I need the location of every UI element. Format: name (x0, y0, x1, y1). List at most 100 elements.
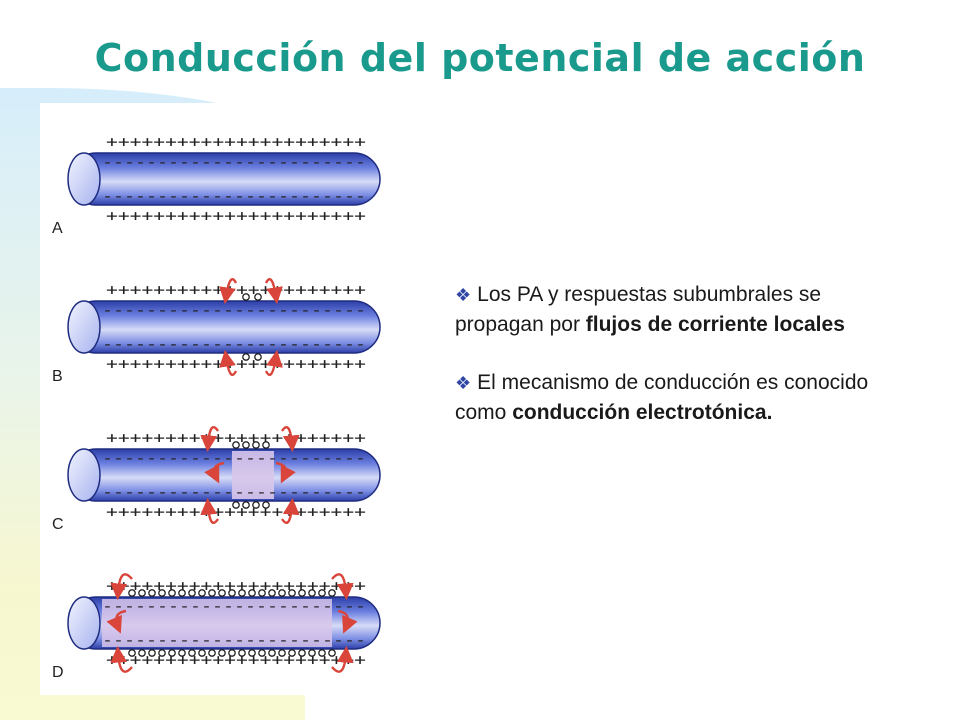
depolarized-marker (252, 501, 260, 509)
depolarized-marker (178, 649, 186, 657)
depolarized-marker (262, 441, 270, 449)
depolarized-marker (168, 649, 176, 657)
depolarized-marker (242, 441, 250, 449)
bullet-2-bold: conducción electrotónica. (512, 401, 773, 424)
current-arrow (110, 645, 133, 673)
depolarized-marker (288, 589, 296, 597)
active-zone (232, 451, 274, 499)
depolarized-marker (328, 589, 336, 597)
depolarized-marker (158, 649, 166, 657)
depolarized-marker (278, 589, 286, 597)
bullet-item-1: ❖Los PA y respuestas subumbrales se prop… (455, 280, 915, 339)
panel-label-b: B (52, 368, 63, 385)
bullet-list: ❖Los PA y respuestas subumbrales se prop… (455, 280, 915, 456)
depolarized-marker (228, 649, 236, 657)
current-arrow (281, 497, 300, 524)
depolarized-marker (248, 589, 256, 597)
depolarized-marker (218, 589, 226, 597)
axon-end-cap (67, 152, 101, 206)
depolarized-marker (208, 589, 216, 597)
current-arrow (264, 349, 283, 376)
depolarized-marker (278, 649, 286, 657)
outer-charge-row: ++++++++++++++++++++++ (106, 207, 366, 225)
current-arrow (106, 609, 127, 634)
depolarized-marker (308, 589, 316, 597)
axon-end-cap (67, 300, 101, 354)
depolarized-marker (232, 501, 240, 509)
depolarized-marker (254, 293, 262, 301)
depolarized-marker (178, 589, 186, 597)
depolarized-marker (208, 649, 216, 657)
axon-end-cap (67, 596, 101, 650)
outer-charge-row: ++++++++++++++++++++++ (106, 503, 366, 521)
depolarized-marker (288, 649, 296, 657)
depolarized-marker (232, 441, 240, 449)
depolarized-marker (258, 649, 266, 657)
panel-label-a: A (52, 220, 63, 237)
depolarized-marker (218, 649, 226, 657)
inner-charge-row: ------------------------ (102, 483, 366, 501)
depolarized-marker (188, 649, 196, 657)
depolarized-marker (298, 589, 306, 597)
depolarized-marker (258, 589, 266, 597)
axon-diagram-svg: ------------------------ ----------------… (52, 133, 381, 681)
depolarized-marker (242, 293, 250, 301)
current-arrow (264, 278, 283, 305)
inner-charge-row: ------------------------ (102, 597, 366, 615)
depolarized-marker (198, 649, 206, 657)
axon-conduction-figure: ------------------------ ----------------… (40, 103, 400, 695)
panel-label-c: C (52, 516, 64, 533)
inner-charge-row: ------------------------ (102, 631, 366, 649)
depolarized-marker (148, 589, 156, 597)
depolarized-marker (242, 501, 250, 509)
depolarized-marker (188, 589, 196, 597)
inner-charge-row: ------------------------ (102, 301, 366, 319)
bullet-1-text: Los PA y respuestas subumbrales se propa… (455, 283, 822, 336)
depolarized-marker (128, 649, 136, 657)
inner-charge-row: ------------------------ (102, 187, 366, 205)
depolarized-marker (268, 589, 276, 597)
current-arrow (331, 573, 354, 601)
depolarized-marker (158, 589, 166, 597)
depolarized-marker (128, 589, 136, 597)
depolarized-marker (168, 589, 176, 597)
bullet-1-bold: flujos de corriente locales (585, 313, 845, 336)
bullet-item-2: ❖El mecanismo de conducción es conocido … (455, 368, 915, 427)
depolarized-marker (242, 353, 250, 361)
current-arrow (337, 609, 358, 634)
depolarized-marker (198, 589, 206, 597)
current-arrow (219, 349, 238, 376)
current-arrow (204, 461, 225, 484)
active-zone (102, 599, 332, 647)
current-arrow (275, 461, 296, 484)
inner-charge-row: ------------------------ (102, 449, 366, 467)
panel-label-d: D (52, 664, 64, 681)
outer-charge-row: ++++++++++++++++++++++ (106, 355, 366, 373)
current-arrow (200, 497, 219, 524)
diamond-bullet-icon: ❖ (455, 373, 472, 393)
depolarized-marker (252, 441, 260, 449)
inner-charge-row: ------------------------ (102, 335, 366, 353)
page-title: Conducción del potencial de acción (94, 36, 866, 80)
diamond-bullet-icon: ❖ (455, 285, 472, 305)
current-arrow (281, 426, 300, 453)
current-arrow (219, 278, 238, 305)
depolarized-marker (318, 649, 326, 657)
depolarized-marker (138, 649, 146, 657)
depolarized-marker (308, 649, 316, 657)
current-arrow (200, 426, 219, 453)
current-arrow (331, 645, 354, 673)
depolarized-marker (328, 649, 336, 657)
outer-charge-row: ++++++++++++++++++++++ (106, 429, 366, 447)
depolarized-marker (248, 649, 256, 657)
depolarized-marker (228, 589, 236, 597)
inner-charge-row: ------------------------ (102, 153, 366, 171)
depolarized-marker (238, 649, 246, 657)
depolarized-marker (268, 649, 276, 657)
bullet-2-text: El mecanismo de conducción es conocido c… (455, 371, 869, 424)
depolarized-marker (318, 589, 326, 597)
current-arrow (110, 573, 133, 601)
depolarized-marker (262, 501, 270, 509)
axon-end-cap (67, 448, 101, 502)
outer-charge-row: ++++++++++++++++++++++ (106, 281, 366, 299)
